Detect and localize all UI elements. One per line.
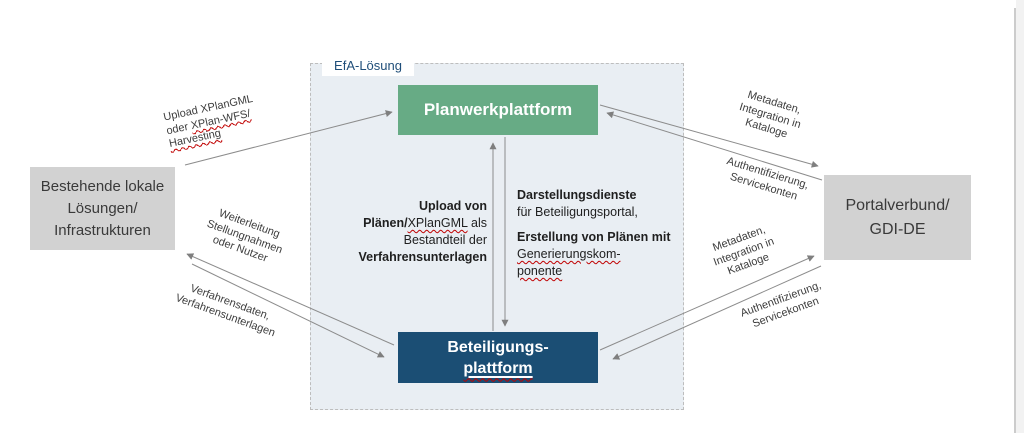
darstellungsdienste-text: Darstellungsdienste für Beteiligungsport… <box>517 187 695 280</box>
beteiligungsplattform-label-line1: Beteiligungs- <box>447 338 549 356</box>
dienste-text-line1: Darstellungsdienste <box>517 188 637 202</box>
left-box-line: Lösungen/ <box>67 199 138 217</box>
left-box-line: Bestehende lokale <box>40 177 165 195</box>
left-box-line: Infrastrukturen <box>54 221 151 239</box>
portalverbund-box: Portalverbund/ GDI-DE <box>824 175 971 260</box>
upload-text-line4: Verfahrensunterlagen <box>358 250 487 264</box>
label-metadaten-top: Metadaten, Integration in Kataloge <box>719 83 821 149</box>
right-box-line: GDI-DE <box>869 220 926 238</box>
upload-text-line2-rest: als <box>467 216 487 230</box>
label-authentifizierung-bottom: Authentifizierung, Servicekonten <box>725 274 842 339</box>
label-weiterleitung: Weiterleitung Stellungnahmen oder Nutzer <box>184 199 306 276</box>
efa-loesung-label-text: EfA-Lösung <box>334 58 402 73</box>
efa-loesung-label: EfA-Lösung <box>322 55 414 76</box>
upload-text-line2-xplangml: XPlanGML <box>407 216 468 230</box>
page-edge-shade <box>1016 0 1024 433</box>
right-box-line: Portalverbund/ <box>845 196 950 214</box>
label-authentifizierung-top: Authentifizierung, Servicekonten <box>707 151 825 210</box>
page-edge-line <box>1014 8 1016 433</box>
dienste-text-line2: für Beteiligungsportal, <box>517 205 638 219</box>
beteiligungsplattform-box: Beteiligungs- plattform <box>398 332 598 383</box>
upload-von-plaenen-text: Upload von Plänen/XPlanGML als Bestandte… <box>320 198 487 266</box>
upload-text-line2-bold: Plänen/ <box>363 216 408 230</box>
upload-text-line1: Upload von <box>418 199 487 213</box>
upload-text-line3: Bestandteil der <box>403 233 487 247</box>
beteiligungsplattform-label-line2: plattform <box>463 359 533 377</box>
paragraph-gap <box>517 221 695 229</box>
label-metadaten-bottom: Metadaten, Integration in Kataloge <box>693 217 795 287</box>
label-upload-xplangml: Upload XPlanGML oder XPlan-WFS/ Harvesti… <box>162 81 315 151</box>
dienste-text-line4: Generierungskom- <box>517 247 621 261</box>
dienste-text-line5: ponente <box>517 264 563 278</box>
dienste-text-line3: Erstellung von Plänen mit <box>517 230 671 244</box>
bestehende-loesungen-box: Bestehende lokale Lösungen/ Infrastruktu… <box>30 167 175 250</box>
planwerkplattform-box: Planwerkplattform <box>398 85 598 135</box>
label-verfahrensdaten: Verfahrensdaten, Verfahrensunterlagen <box>159 274 295 346</box>
planwerkplattform-label: Planwerkplattform <box>423 100 573 119</box>
